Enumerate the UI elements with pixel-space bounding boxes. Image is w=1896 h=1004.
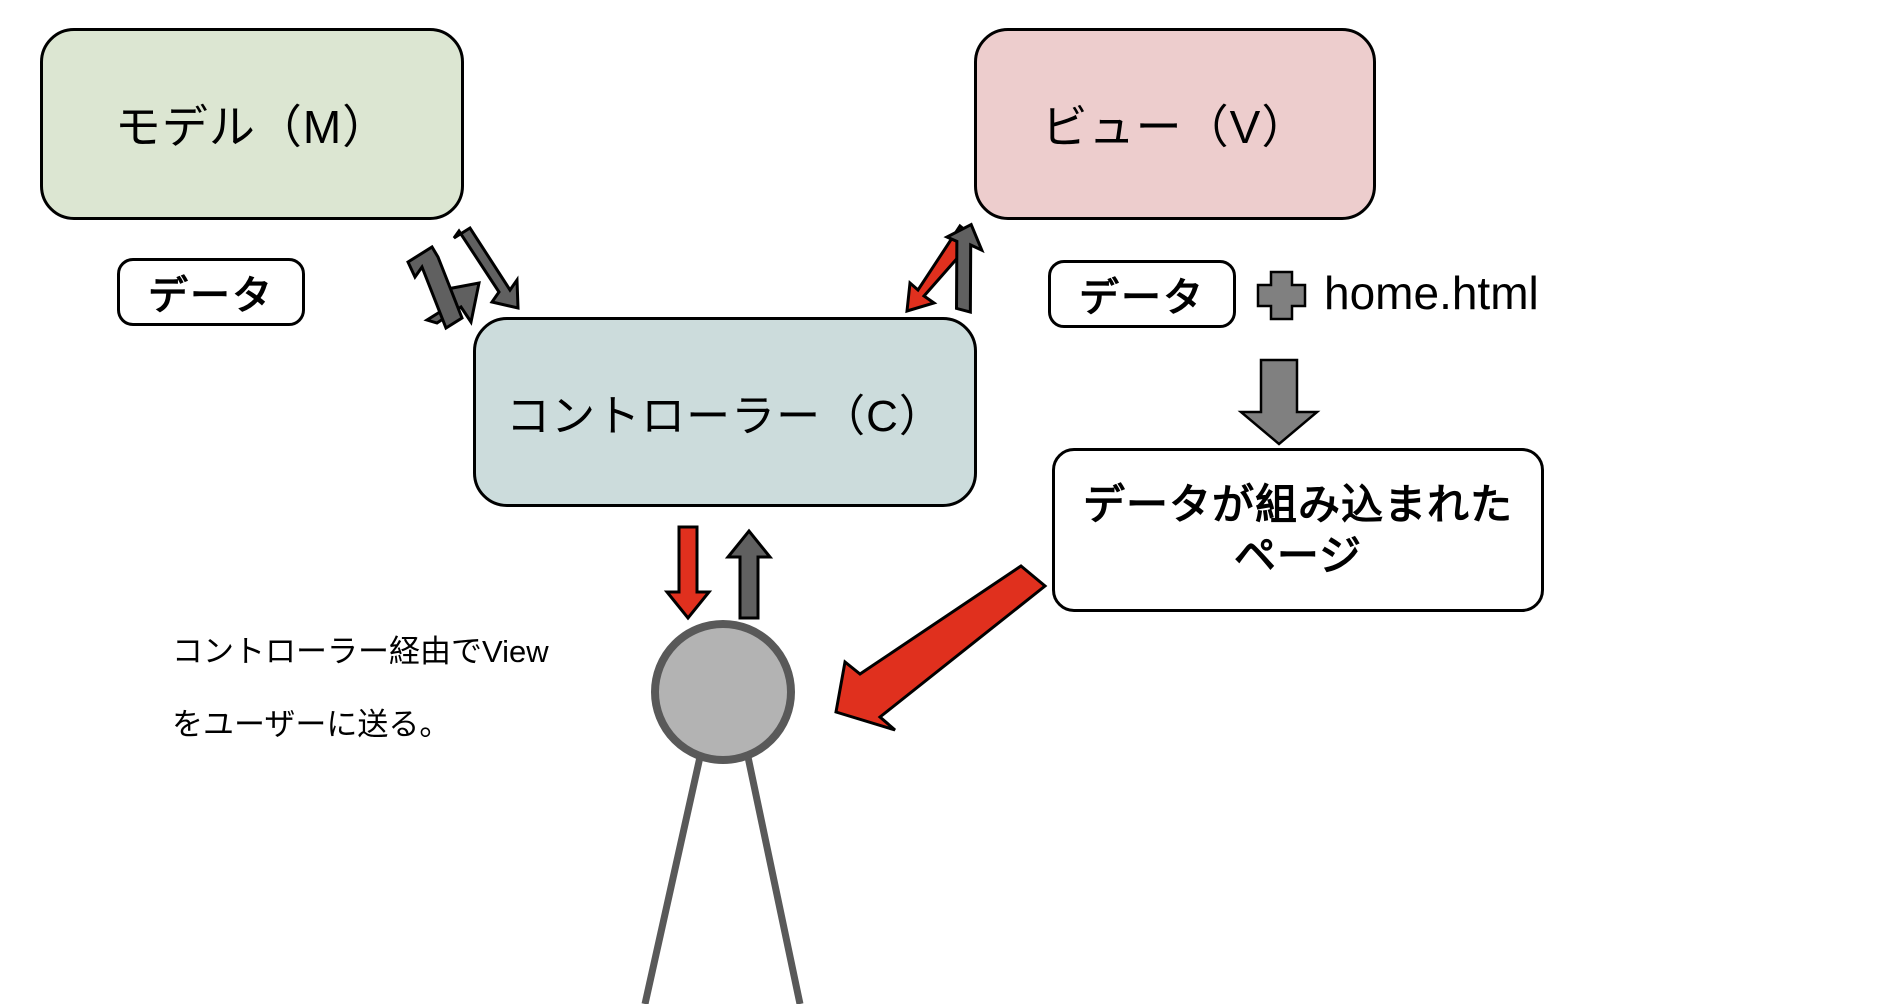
flow-caption-line-2: をユーザーに送る。	[172, 706, 451, 742]
arrow-up-left-gray	[406, 244, 464, 331]
rendered-page-line-2: ページ	[1233, 532, 1363, 579]
user-person-icon	[641, 620, 804, 1004]
arrow-down-right-gray	[452, 225, 520, 310]
flow-caption-line-1: コントローラー経由でView	[172, 634, 549, 669]
arrow-controller-to-user-red	[663, 525, 713, 621]
rendered-page-line-1: データが組み込まれた	[1082, 480, 1513, 528]
controller-box[interactable]: コントローラー（C）	[473, 317, 977, 507]
rendered-page-box[interactable]: データが組み込まれた ページ	[1052, 448, 1544, 612]
plus-icon	[1256, 270, 1307, 321]
flow-caption: コントローラー経由でView をユーザーに送る。	[172, 616, 642, 756]
view-box[interactable]: ビュー（V）	[974, 28, 1376, 220]
arrow-controller-to-view-gray	[943, 222, 985, 315]
data-chip-model[interactable]: データ	[117, 258, 305, 326]
arrow-down-thick-icon	[1237, 358, 1321, 446]
data-chip-view[interactable]: データ	[1048, 260, 1236, 328]
arrow-page-to-user-red	[834, 564, 1048, 732]
model-box[interactable]: モデル（M）	[40, 28, 464, 220]
home-html-label: home.html	[1324, 267, 1539, 319]
arrow-user-to-controller-gray	[724, 528, 774, 620]
